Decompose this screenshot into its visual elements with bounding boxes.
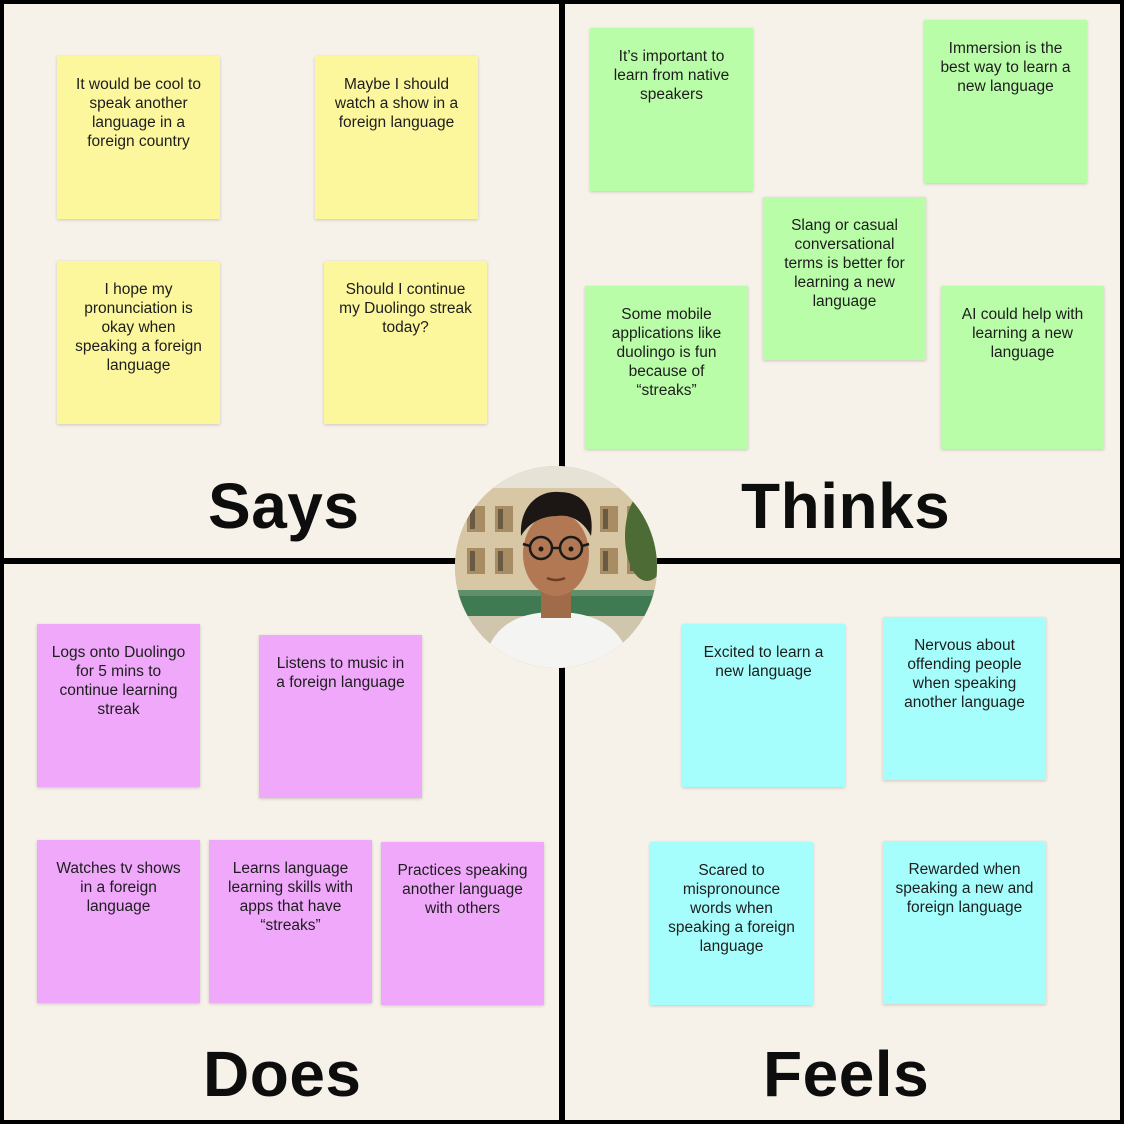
does-note[interactable]: Watches tv shows in a foreign language bbox=[37, 840, 200, 1003]
thinks-note[interactable]: Immersion is the best way to learn a new… bbox=[924, 20, 1087, 183]
thinks-quadrant: It’s important to learn from native spea… bbox=[565, 4, 1120, 558]
user-photo-icon bbox=[455, 466, 657, 668]
says-note[interactable]: It would be cool to speak another langua… bbox=[57, 56, 220, 219]
thinks-note[interactable]: Slang or casual conversational terms is … bbox=[763, 197, 926, 360]
user-photo-avatar bbox=[455, 466, 657, 668]
feels-note[interactable]: Excited to learn a new language bbox=[682, 624, 845, 787]
thinks-title: Thinks bbox=[741, 470, 951, 542]
feels-note[interactable]: Nervous about offending people when spea… bbox=[883, 617, 1046, 780]
says-note[interactable]: Should I continue my Duolingo streak tod… bbox=[324, 261, 487, 424]
does-note[interactable]: Logs onto Duolingo for 5 mins to continu… bbox=[37, 624, 200, 787]
feels-quadrant: Excited to learn a new language Nervous … bbox=[565, 564, 1120, 1120]
says-note[interactable]: Maybe I should watch a show in a foreign… bbox=[315, 56, 478, 219]
feels-note[interactable]: Scared to mispronounce words when speaki… bbox=[650, 842, 813, 1005]
feels-title: Feels bbox=[763, 1038, 930, 1110]
does-note[interactable]: Practices speaking another language with… bbox=[381, 842, 544, 1005]
does-note[interactable]: Listens to music in a foreign language bbox=[259, 635, 422, 798]
does-note[interactable]: Learns language learning skills with app… bbox=[209, 840, 372, 1003]
does-title: Does bbox=[203, 1038, 362, 1110]
says-quadrant: It would be cool to speak another langua… bbox=[4, 4, 559, 558]
says-note[interactable]: I hope my pronunciation is okay when spe… bbox=[57, 261, 220, 424]
says-title: Says bbox=[208, 470, 360, 542]
thinks-note[interactable]: Some mobile applications like duolingo i… bbox=[585, 286, 748, 449]
thinks-note[interactable]: It’s important to learn from native spea… bbox=[590, 28, 753, 191]
feels-note[interactable]: Rewarded when speaking a new and foreign… bbox=[883, 841, 1046, 1004]
thinks-note[interactable]: AI could help with learning a new langua… bbox=[941, 286, 1104, 449]
does-quadrant: Logs onto Duolingo for 5 mins to continu… bbox=[4, 564, 559, 1120]
